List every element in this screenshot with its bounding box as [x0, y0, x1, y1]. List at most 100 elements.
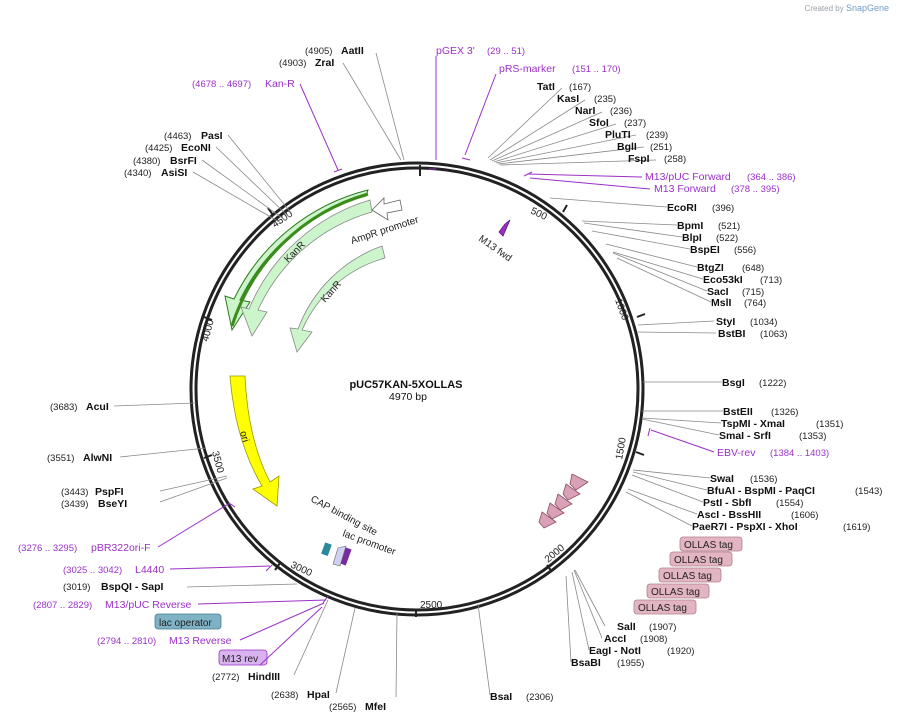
tick-marks	[203, 204, 646, 617]
enzyme-name-hpai: HpaI	[307, 689, 330, 701]
enzyme-pos-mfei: (2565)	[329, 702, 356, 713]
enzyme-pos-btgzi: (648)	[742, 263, 764, 274]
enzyme-pos-sali: (1907)	[649, 622, 676, 633]
enzyme-name-psti-sbfi: PstI - SbfI	[703, 497, 752, 509]
lac-operator-box: lac operator	[154, 613, 222, 630]
primer-pos-m13-puc-forward: (364 .. 386)	[747, 172, 796, 183]
enzyme-pos-paer7i-pspxi-xhoi: (1619)	[843, 522, 870, 533]
enzyme-pos-smai-srfi: (1353)	[799, 431, 826, 442]
enzyme-pos-bspei: (556)	[734, 245, 756, 256]
enzyme-pos-tspmi-xmai: (1351)	[816, 419, 843, 430]
enzyme-pos-sfoi: (237)	[624, 118, 646, 129]
enzyme-name-ecori: EcoRI	[667, 202, 697, 214]
kanr-inner-arrow	[289, 245, 386, 353]
enzyme-name-bpmi: BpmI	[677, 220, 703, 232]
lac-promoter-arrow	[332, 545, 347, 567]
primer-name-m13-forward: M13 Forward	[654, 183, 716, 195]
enzyme-name-acci: AccI	[604, 633, 626, 645]
enzyme-pos-hpai: (2638)	[271, 690, 298, 701]
snapgene-logo: SnapGene	[845, 3, 889, 13]
enzyme-pos-saci: (715)	[742, 287, 764, 298]
enzyme-pos-ecori: (396)	[712, 203, 734, 214]
ollas-tag-1-label: OLLAS tag	[684, 540, 733, 551]
enzyme-name-tspmi-xmai: TspMI - XmaI	[721, 418, 785, 430]
ori-arrow	[229, 375, 280, 507]
enzyme-name-nari: NarI	[575, 105, 596, 117]
ollas-tag-1: OLLAS tag	[679, 536, 743, 552]
enzyme-pos-blpi: (522)	[716, 233, 738, 244]
enzyme-pos-bseyi: (3439)	[61, 499, 88, 510]
ollas-tag-3: OLLAS tag	[658, 567, 722, 583]
enzyme-pos-tati: (167)	[569, 82, 591, 93]
enzyme-pos-bfuai-bspmi-paqci: (1543)	[855, 486, 882, 497]
kanr-inner-label: KanR	[319, 279, 344, 305]
ollas-tag-5: OLLAS tag	[633, 599, 697, 615]
enzyme-labels: (4905) AatII (4903) ZraI TatI (167) KasI…	[47, 45, 882, 713]
enzyme-pos-hindiii: (2772)	[212, 672, 239, 683]
lac-promoter-marker	[340, 547, 352, 566]
enzyme-pos-swai: (1536)	[750, 474, 777, 485]
enzyme-name-econi: EcoNI	[181, 142, 211, 154]
enzyme-pos-aatii: (4905)	[305, 46, 332, 57]
enzyme-pos-nari: (236)	[610, 106, 632, 117]
enzyme-name-bfuai-bspmi-paqci: BfuAI - BspMI - PaqCI	[707, 485, 815, 497]
enzyme-pos-zrai: (4903)	[279, 58, 306, 69]
enzyme-name-bsrfi: BsrFI	[170, 155, 197, 167]
tick-label-1000: 1000	[612, 297, 630, 322]
ollas-tag-4-label: OLLAS tag	[651, 587, 700, 598]
ollas-tag-5-label: OLLAS tag	[638, 603, 687, 614]
plasmid-name: pUC57KAN-5XOLLAS	[349, 379, 462, 391]
enzyme-name-blpi: BlpI	[682, 232, 702, 244]
enzyme-name-bsabi: BsaBI	[571, 657, 601, 669]
primer-pos-prs-marker: (151 .. 170)	[572, 64, 621, 75]
enzyme-name-bgli: BglI	[617, 141, 637, 153]
primer-pos-l4440: (3025 .. 3042)	[63, 565, 122, 576]
enzyme-name-bsgi: BsgI	[722, 377, 745, 389]
primer-name-m13-reverse: M13 Reverse	[169, 635, 232, 647]
enzyme-name-tati: TatI	[537, 81, 555, 93]
primer-pos-pbr322ori-f: (3276 .. 3295)	[18, 543, 77, 554]
enzyme-name-swai: SwaI	[710, 473, 734, 485]
primer-name-prs-marker: pRS-marker	[499, 63, 556, 75]
enzyme-pos-bstbi: (1063)	[760, 329, 787, 340]
primer-pos-m13-reverse: (2794 .. 2810)	[97, 636, 156, 647]
ollas-tag-2-label: OLLAS tag	[674, 555, 723, 566]
enzyme-name-saci: SacI	[707, 286, 729, 298]
enzyme-pos-bpmi: (521)	[718, 221, 740, 232]
enzyme-pos-bsabi: (1955)	[617, 658, 644, 669]
kanr-outer-band	[230, 192, 369, 327]
enzyme-pos-styi: (1034)	[750, 317, 777, 328]
ori-label: ori	[237, 430, 251, 444]
lac-operator-label: lac operator	[159, 618, 212, 629]
enzyme-pos-kasi: (235)	[594, 94, 616, 105]
enzyme-pos-bspqi-sapi: (3019)	[63, 582, 90, 593]
enzyme-name-pspfi: PspFI	[95, 486, 124, 498]
enzyme-name-kasi: KasI	[557, 93, 579, 105]
ampr-promoter-label: AmpR promoter	[350, 214, 421, 246]
snapgene-credit: Created by SnapGene	[805, 3, 889, 13]
primer-name-pgex3: pGEX 3'	[436, 45, 475, 57]
ampr-promoter-arrow	[371, 197, 403, 221]
enzyme-pos-bsrfi: (4380)	[133, 156, 160, 167]
primer-name-pbr322ori-f: pBR322ori-F	[91, 542, 151, 554]
enzyme-name-fspi: FspI	[628, 153, 650, 165]
created-by-label: Created by	[804, 4, 844, 13]
enzyme-pos-eco53ki: (713)	[760, 275, 782, 286]
enzyme-name-bseyi: BseYI	[98, 498, 127, 510]
enzyme-name-pluti: PluTI	[605, 129, 631, 141]
enzyme-pos-pluti: (239)	[646, 130, 668, 141]
enzyme-name-styi: StyI	[716, 316, 735, 328]
enzyme-pos-psti-sbfi: (1554)	[776, 498, 803, 509]
primer-pos-kan-r: (4678 .. 4697)	[192, 79, 251, 90]
primer-name-l4440: L4440	[135, 564, 164, 576]
plasmid-size: 4970 bp	[389, 391, 427, 403]
cap-binding-site-marker	[321, 542, 332, 557]
primer-labels: pGEX 3' (29 .. 51) pRS-marker (151 .. 17…	[18, 45, 829, 647]
enzyme-name-alwni: AlwNI	[83, 452, 112, 464]
tick-label-2500: 2500	[420, 600, 443, 611]
m13-fwd-label: M13 fwd	[476, 233, 513, 264]
enzyme-pos-bgli: (251)	[650, 142, 672, 153]
enzyme-name-bspqi-sapi: BspQI - SapI	[101, 581, 164, 593]
m13-rev-label: M13 rev	[222, 654, 258, 665]
